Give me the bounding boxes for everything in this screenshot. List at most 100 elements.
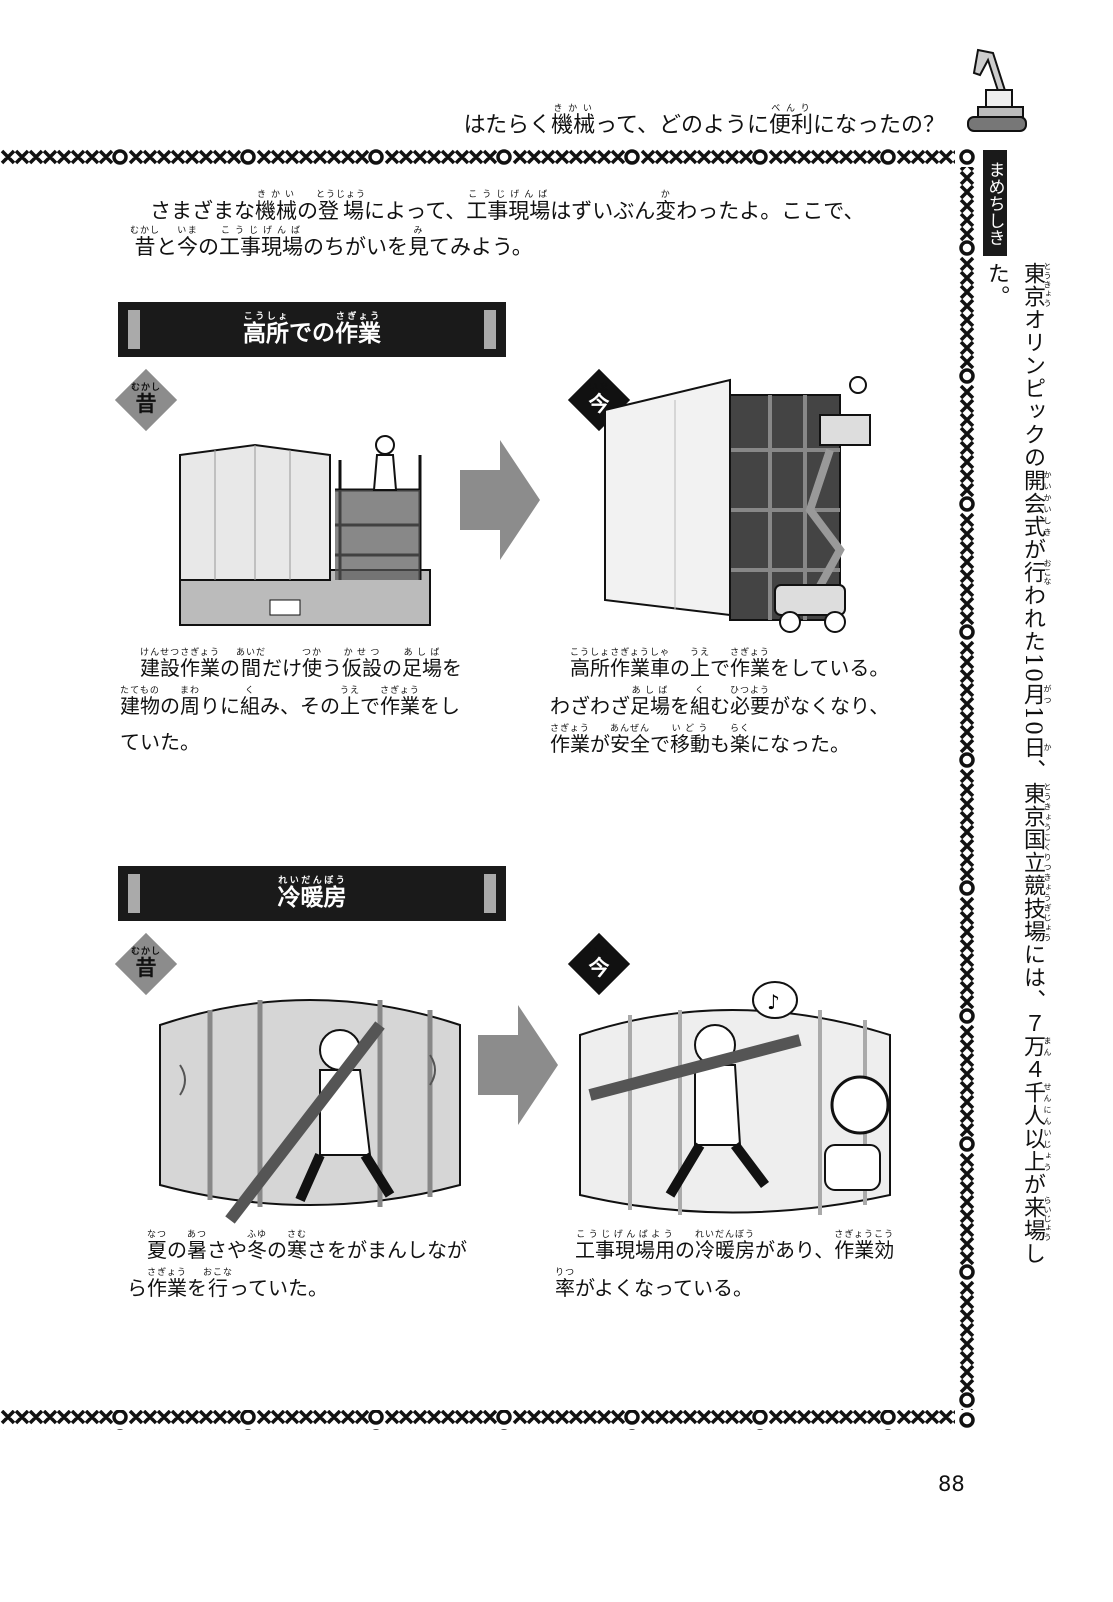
furigana: むかし [130,946,161,957]
ruby-text: 冷暖房れいだんぼう [695,1230,756,1262]
furigana: かせつ [342,648,382,658]
ruby-text: 組く [240,686,260,718]
ruby-text: 暑あつ [187,1230,208,1262]
section-title-high-work: 高所こうしょでの作業さぎょう [118,302,506,357]
furigana: つか [302,648,323,658]
caption-line: ていた。 [120,730,200,754]
furigana: べんり [768,104,813,114]
furigana: きかい [255,190,297,200]
furigana: さぎょう [730,648,770,658]
aerial-work-platform-illustration [604,376,871,633]
ruby-text: 作業さぎょう [335,311,381,347]
caption-line: 高所作業車こうしょさぎょうしゃの上うえで作業さぎょうをしている。 [570,648,890,680]
ruby-text: 楽らく [730,724,751,756]
furigana: きかい [551,104,596,114]
arrow-right-icon [460,440,540,560]
furigana: うえ [340,686,361,696]
badge-past: 昔むかし [114,368,178,432]
ruby-text: 組く [690,686,710,718]
furigana: さむ [287,1230,308,1240]
ruby-text: 行おこな [1020,559,1052,586]
furigana: ひつよう [730,686,771,696]
ruby-text: 仮設かせつ [342,648,382,680]
page-number: 88 [938,1472,965,1496]
furigana: さぎょう [335,311,381,322]
ruby-text: 作業効さぎょうこう [834,1230,895,1262]
furigana: く [690,686,710,696]
ruby-text: 作業さぎょう [730,648,770,680]
furigana: うえ [690,648,711,658]
caption-line: 建物たてものの周まわりに組くみ、その上うえで作業さぎょうをし [120,686,460,718]
furigana: おこな [203,1268,234,1278]
ruby-text: 作業さぎょう [147,1268,187,1300]
intro-line-1: さまざまな機械きかいの登場とうじょうによって、工事現場こうじげんばはずいぶん変か… [150,190,865,223]
furigana: おこな [1043,559,1052,586]
sidebar-label: まめちしき [983,150,1007,256]
ruby-text: 必要ひつよう [730,686,771,718]
page-title: はたらく機械きかいって、どのように便利べんりになったの？ [463,104,945,138]
furigana: とうきょう [1043,262,1052,308]
ruby-text: 万まん [1020,1035,1052,1058]
furigana: いどう [670,724,710,734]
caption-past-air-conditioning: 夏なつの暑あつさや冬ふゆの寒さむさをがまんしながら作業さぎょうを行おこなっていた… [127,1230,467,1306]
ruby-text: 開会式かいかいしき [1020,469,1052,538]
ruby-text: 作業さぎょう [550,724,590,756]
ruby-text: 使つか [302,648,323,680]
ruby-text: 率りつ [555,1268,576,1300]
furigana: あんぜん [610,724,651,734]
furigana: こうじげんば [219,226,303,236]
ruby-text: 便利べんり [768,104,813,138]
ruby-text: 寒さむ [287,1230,308,1262]
ruby-text: 作業さぎょう [380,686,420,718]
furigana: あいだ [236,648,267,658]
furigana: けんせつさぎょう [140,648,220,658]
caption-line: ら作業さぎょうを行おこなっていた。 [127,1268,328,1300]
ruby-text: 建設作業けんせつさぎょう [140,648,220,680]
ruby-text: 昔むかし [130,226,161,259]
furigana: あしば [630,686,670,696]
furigana: りつ [555,1268,576,1278]
furigana: こうじげんばよう [575,1230,675,1240]
ruby-text: 移動いどう [670,724,711,756]
caption-line: わざわざ足場あしばを組くむ必要ひつようがなくなり、 [550,686,890,718]
ruby-text: 間あいだ [236,648,267,680]
ruby-text: 昔むかし [130,382,161,416]
furigana: さぎょう [380,686,420,696]
sidebar-trivia-text: 東京とうきょうオリンピックの開会式かいかいしきが行おこなわれた10月がつ10日か… [984,262,1052,1265]
furigana: かいかいしき [1043,469,1052,538]
ruby-text: 高所こうしょ [243,311,289,347]
ruby-text: 登場とうじょう [316,190,367,223]
furigana: か [1043,736,1052,759]
ruby-text: 足場あしば [402,648,442,680]
ruby-text: 今いま [177,226,198,259]
caption-line: 作業さぎょうが安全あんぜんで移動いどうも楽らくになった。 [550,724,851,756]
caption-past-high-work: 建設作業けんせつさぎょうの間あいだだけ使つかう仮設かせつの足場あしばを建物たても… [120,648,462,760]
ruby-text: 工事現場こうじげんば [466,190,551,223]
furigana: とうじょう [316,190,367,200]
furigana: まん [1043,1035,1052,1058]
furigana: たてもの [120,686,160,696]
furigana: ふゆ [247,1230,268,1240]
comfortable-worker-illustration: ♪ [579,981,891,1215]
excavator-icon [967,48,1027,132]
furigana: らく [730,724,751,734]
ruby-text: 足場あしば [630,686,670,718]
ruby-text: 変か [655,190,677,223]
furigana: まわ [180,686,201,696]
ruby-text: 建物たてもの [120,686,160,718]
furigana: あしば [402,648,442,658]
furigana: とうきょうこくりつきょうぎじょう [1043,782,1052,943]
ruby-text: 東京国立競技場とうきょうこくりつきょうぎじょう [1020,782,1052,943]
ruby-text: 高所作業車こうしょさぎょうしゃ [570,648,670,680]
section-title-air-conditioning: 冷暖房れいだんぼう [118,866,506,921]
ruby-text: 冷暖房れいだんぼう [277,875,347,911]
furigana: いま [177,226,198,236]
caption-line: 工事現場用こうじげんばようの冷暖房れいだんぼうがあり、作業効さぎょうこう [575,1230,895,1262]
furigana: こうしょさぎょうしゃ [570,648,670,658]
furigana: なつ [147,1230,168,1240]
ruby-text: 東京とうきょう [1020,262,1052,308]
caption-now-air-conditioning: 工事現場用こうじげんばようの冷暖房れいだんぼうがあり、作業効さぎょうこう率りつが… [555,1230,894,1306]
arrow-right-icon [478,1005,558,1125]
furigana: さぎょう [550,724,590,734]
